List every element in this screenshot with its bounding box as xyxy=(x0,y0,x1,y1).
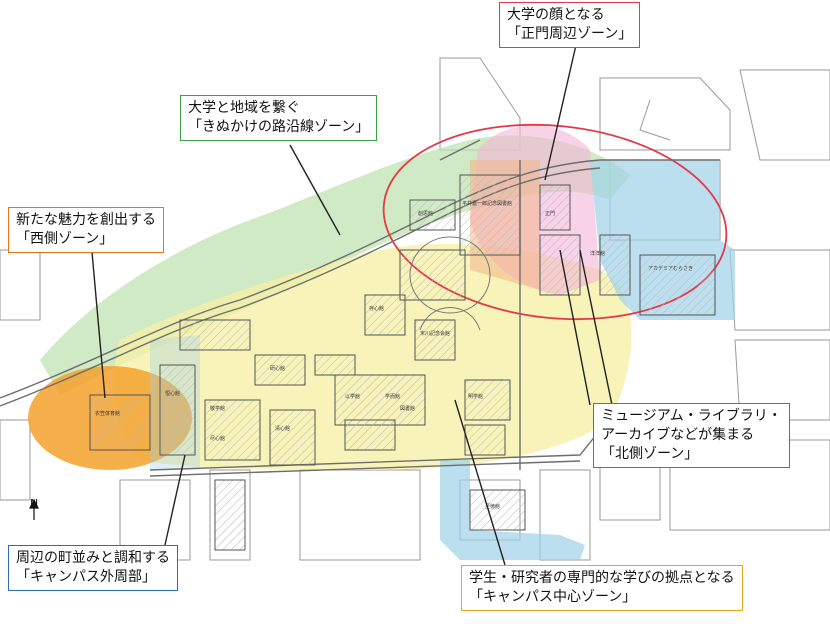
building-label: 学而館 xyxy=(385,393,400,400)
building-label: 洋洋館 xyxy=(590,250,605,257)
building-label: アカデミアむらさき xyxy=(648,265,693,272)
callout-line: 「キャンパス外周部」 xyxy=(16,569,156,585)
building-label: 至徳館 xyxy=(485,503,500,510)
callout-line: 「西側ゾーン」 xyxy=(16,231,114,247)
callout-line: 「北側ゾーン」 xyxy=(601,446,699,462)
building-label: 恒心館 xyxy=(165,390,180,397)
callout-line: 「きぬかけの路沿線ゾーン」 xyxy=(188,119,370,135)
outer-zone-callout: 周辺の町並みと調和する 「キャンパス外周部」 xyxy=(8,545,178,591)
callout-line: アーカイブなどが集まる xyxy=(601,427,755,443)
callout-line: 周辺の町並みと調和する xyxy=(16,550,170,566)
callout-line: 学生・研究者の専門的な学びの拠点となる xyxy=(469,570,735,586)
compass-arrow-icon xyxy=(29,498,39,520)
compass-label: N xyxy=(30,497,39,510)
building-label: 尽心館 xyxy=(210,435,225,442)
building-label: 正門 xyxy=(545,211,555,217)
building-label: 創思館 xyxy=(418,210,433,217)
main-gate-zone-callout: 大学の顔となる 「正門周辺ゾーン」 xyxy=(499,2,641,48)
callout-line: 大学と地域を繋ぐ xyxy=(188,100,300,116)
callout-line: 大学の顔となる xyxy=(507,7,605,23)
building-label-layer: 以学館 存心館 明学館 学而館 図書館 至徳館 恒心館 アカデミアむらさき 衣笠… xyxy=(95,200,693,510)
north-zone-callout: ミュージアム・ライブラリ・ アーカイブなどが集まる 「北側ゾーン」 xyxy=(593,403,790,468)
buildings xyxy=(89,174,716,551)
callout-line: 新たな魅力を創出する xyxy=(16,212,156,228)
building-label: 明学館 xyxy=(468,393,483,400)
outer-zone-area-south xyxy=(440,460,585,560)
leader-lines xyxy=(91,44,613,566)
main-gate-zone-outline xyxy=(382,123,728,321)
building-label: 平井嘉一郎記念図書館 xyxy=(462,200,512,207)
building-label: 存心館 xyxy=(369,305,384,312)
building-label: 図書館 xyxy=(400,405,415,412)
building-label: 清心館 xyxy=(275,425,290,432)
callout-line: 「キャンパス中心ゾーン」 xyxy=(469,589,637,605)
callout-line: ミュージアム・ライブラリ・ xyxy=(601,408,782,424)
building-label: 末川記念会館 xyxy=(420,330,450,337)
west-zone-callout: 新たな魅力を創出する 「西側ゾーン」 xyxy=(8,207,164,253)
building-label: 衣笠体育館 xyxy=(95,410,120,417)
building-label: 敬学館 xyxy=(210,405,225,412)
central-plaza xyxy=(409,236,491,331)
building-label: 研心館 xyxy=(270,365,285,372)
kinukake-zone-callout: 大学と地域を繋ぐ 「きぬかけの路沿線ゾーン」 xyxy=(180,95,378,141)
center-zone-callout: 学生・研究者の専門的な学びの拠点となる 「キャンパス中心ゾーン」 xyxy=(461,565,743,611)
building-label: 以学館 xyxy=(345,393,360,400)
callout-line: 「正門周辺ゾーン」 xyxy=(507,26,633,42)
